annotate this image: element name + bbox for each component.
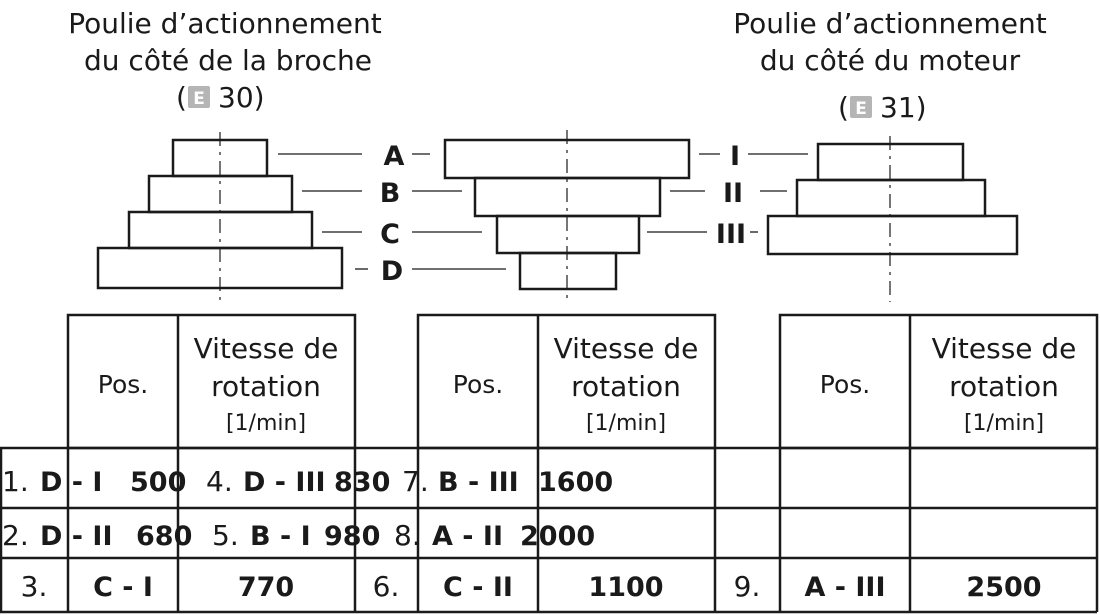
pulley-combination: A - III xyxy=(804,572,885,603)
right-ref-paren: ( xyxy=(838,91,849,124)
leader-lines xyxy=(278,153,808,270)
motor-pulley-step-2 xyxy=(795,178,987,218)
header-speed-line2: rotation xyxy=(211,370,321,403)
step-label-c: C xyxy=(380,219,400,250)
step-label-d: D xyxy=(381,256,403,287)
pulley-combination: C - I xyxy=(93,572,153,603)
row-number: 6. xyxy=(373,570,400,603)
pulley-combination: B - I xyxy=(250,521,311,552)
row-number: 9. xyxy=(734,570,761,603)
step-label-b: B xyxy=(380,178,401,209)
table-header: Pos. Vitesse de rotation [1/min] Pos. Vi… xyxy=(98,332,1077,436)
header-pos: Pos. xyxy=(98,370,148,399)
pulley-combination: D - II xyxy=(40,521,113,552)
left-title-line1: Poulie d’actionnement xyxy=(68,7,382,40)
rotation-speed: 830 xyxy=(334,467,390,498)
rotation-speed: 1600 xyxy=(538,467,613,498)
right-ref-number: 31) xyxy=(880,91,927,124)
step-label-iii: III xyxy=(716,219,746,250)
header-speed-line1: Vitesse de xyxy=(554,332,699,365)
intermediate-pulley-step-3 xyxy=(495,214,641,255)
header-pos: Pos. xyxy=(453,370,503,399)
right-title-line2: du côté du moteur xyxy=(760,44,1021,77)
left-ref-number: 30) xyxy=(218,81,265,114)
table-row: 2. D - II 680 5. B - I 980 8. A - II 200… xyxy=(2,519,595,552)
header-speed-line2: rotation xyxy=(949,370,1059,403)
step-label-ii: II xyxy=(723,178,743,209)
row-number: 5. xyxy=(212,519,239,552)
rotation-speed: 500 xyxy=(130,467,186,498)
row-number: 3. xyxy=(21,570,48,603)
svg-text:E: E xyxy=(193,89,205,109)
motor-pulley-step-3 xyxy=(766,214,1019,256)
header-speed-unit: [1/min] xyxy=(586,411,666,436)
rotation-speed: 1100 xyxy=(588,572,663,603)
table-row: 3. C - I 770 6. C - II 1100 9. A - III 2… xyxy=(21,570,1042,603)
step-label-a: A xyxy=(384,141,405,172)
rotation-speed: 2000 xyxy=(520,521,595,552)
step-label-i: I xyxy=(730,141,740,172)
pulley-combination: C - II xyxy=(443,572,513,603)
e-reference-icon: E xyxy=(188,86,210,109)
header-pos: Pos. xyxy=(820,370,870,399)
table-row: 1. D - I 500 4. D - III 830 7. B - III 1… xyxy=(2,465,613,498)
pulley-combination: D - III xyxy=(243,467,326,498)
row-number: 4. xyxy=(206,465,233,498)
e-reference-icon: E xyxy=(850,96,872,119)
right-title-line1: Poulie d’actionnement xyxy=(733,7,1047,40)
header-speed-unit: [1/min] xyxy=(964,411,1044,436)
header-speed-line2: rotation xyxy=(571,370,681,403)
left-title-line2: du côté de la broche xyxy=(84,44,372,77)
pulley-combination: D - I xyxy=(40,467,102,498)
row-number: 2. xyxy=(2,519,29,552)
speed-table-grid xyxy=(0,313,1099,614)
header-speed-line1: Vitesse de xyxy=(932,332,1077,365)
left-ref-paren: ( xyxy=(176,81,187,114)
rotation-speed: 680 xyxy=(136,521,192,552)
header-speed-unit: [1/min] xyxy=(226,411,306,436)
row-number: 8. xyxy=(394,519,421,552)
intermediate-pulley-step-4 xyxy=(518,251,618,291)
pulley-combination: A - II xyxy=(432,521,503,552)
rotation-speed: 2500 xyxy=(966,572,1041,603)
header-speed-line1: Vitesse de xyxy=(194,332,339,365)
row-number: 1. xyxy=(2,465,29,498)
row-number: 7. xyxy=(402,465,429,498)
centre-lines xyxy=(219,130,891,302)
rotation-speed: 980 xyxy=(324,521,380,552)
rotation-speed: 770 xyxy=(238,572,294,603)
pulley-combination: B - III xyxy=(438,467,519,498)
svg-text:E: E xyxy=(855,99,867,119)
